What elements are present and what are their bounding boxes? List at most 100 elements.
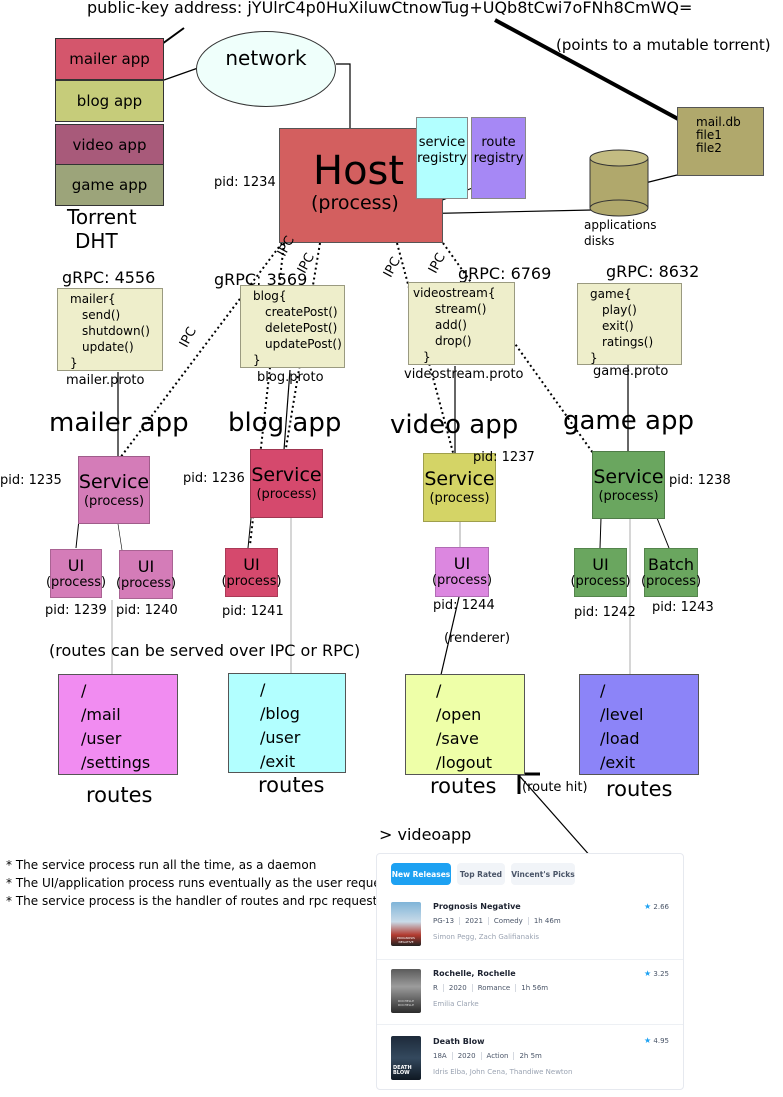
movie-score-value: 4.95 xyxy=(653,1037,669,1045)
proto-line: } xyxy=(70,356,78,370)
movie-poster: DEATH BLOW xyxy=(391,1036,421,1080)
proto-mailer: mailer{ send() shutdown() update() } xyxy=(57,288,163,371)
movie-poster: ROCHELLE ROCHELLE xyxy=(391,969,421,1013)
route-item: /settings xyxy=(81,753,151,772)
proto-file-game: game.proto xyxy=(593,364,669,379)
proto-file-mailer: mailer.proto xyxy=(66,373,145,388)
route-item: /exit xyxy=(260,752,296,771)
proto-line: play() xyxy=(602,303,637,317)
video-ui-process: UI (process) xyxy=(432,547,492,597)
proto-line: videostream{ xyxy=(413,286,496,300)
public-key-address: public-key address: jYUlrC4p0HuXiluwCtno… xyxy=(87,0,693,17)
proto-line: game{ xyxy=(590,287,632,301)
service-registry-box: service registry xyxy=(416,117,468,199)
blog-ui-pid: pid: 1241 xyxy=(222,604,284,619)
network-label: network xyxy=(225,46,307,70)
blog-app-panel xyxy=(199,404,373,632)
video-service-process: Service (process) xyxy=(423,453,496,522)
proto-video: videostream{ stream() add() drop() } xyxy=(408,282,515,365)
host-pid: pid: 1234 xyxy=(214,175,276,190)
route-item: /exit xyxy=(600,753,636,772)
mailer-ui-pid-2: pid: 1240 xyxy=(116,603,178,618)
service-label: Service xyxy=(593,465,664,488)
star-icon: ★ xyxy=(644,969,652,978)
route-item: / xyxy=(81,681,87,700)
mailer-ui-process-2: UI (process) xyxy=(116,550,176,599)
service-sublabel: (process) xyxy=(256,487,317,502)
proto-line: blog{ xyxy=(253,289,287,303)
proto-line: deletePost() xyxy=(265,321,338,335)
grpc-port-blog: gRPC: 3569 xyxy=(214,270,308,289)
movie-item[interactable]: PROGNOSIS NEGATIVE Prognosis Negative PG… xyxy=(377,896,683,962)
disks-label-line1: applications xyxy=(584,218,657,232)
tab-vincents-picks[interactable]: Vincent's Picks xyxy=(511,863,575,885)
poster-caption: PROGNOSIS NEGATIVE xyxy=(397,936,415,944)
route-item: / xyxy=(600,681,606,700)
game-service-process: Service (process) xyxy=(592,451,665,519)
route-item: / xyxy=(260,680,266,699)
game-batch-process: Batch (process) xyxy=(641,548,701,597)
movie-cast: Simon Pegg, Zach Galifianakis xyxy=(433,933,540,941)
movie-year: 2021 xyxy=(459,917,488,925)
host-title: Host xyxy=(313,148,405,194)
mailer-ui-pid-1: pid: 1239 xyxy=(45,603,107,618)
movie-score: ★ 4.95 xyxy=(644,1036,669,1045)
ipc-label-game: IPC xyxy=(425,250,449,277)
videoapp-label: > videoapp xyxy=(379,825,472,844)
torrent-blog-app: blog app xyxy=(55,80,164,122)
proto-line: ratings() xyxy=(602,335,654,349)
grpc-port-game: gRPC: 8632 xyxy=(606,262,700,281)
movie-score-value: 3.25 xyxy=(653,970,669,978)
movie-meta: R 2020 Romance 1h 56m xyxy=(433,984,553,992)
game-batch-pid: pid: 1243 xyxy=(652,600,714,615)
proto-blog: blog{ createPost() deletePost() updatePo… xyxy=(240,285,345,368)
mailer-service-pid: pid: 1235 xyxy=(0,473,62,488)
movie-runtime: 1h 46m xyxy=(527,917,566,925)
divider xyxy=(377,959,683,960)
torrent-game-app: game app xyxy=(55,164,164,206)
route-registry-box: route registry xyxy=(471,117,526,199)
movie-item[interactable]: ROCHELLE ROCHELLE Rochelle, Rochelle R 2… xyxy=(377,965,683,1031)
movie-cast: Idris Elba, John Cena, Thandiwe Newton xyxy=(433,1068,573,1076)
ui-label: UI xyxy=(67,555,85,575)
routes-video: / /open /save /logout xyxy=(405,674,525,775)
service-sublabel: (process) xyxy=(429,491,490,506)
video-app-title: video app xyxy=(390,410,519,440)
proto-line: add() xyxy=(435,318,467,332)
routes-mailer: / /mail /user /settings xyxy=(58,674,178,775)
videoapp-preview: New Releases Top Rated Vincent's Picks P… xyxy=(376,853,684,1090)
route-item: /load xyxy=(600,729,640,748)
movie-genre: Romance xyxy=(471,984,516,992)
torrent-label-line1: Torrent xyxy=(67,205,137,229)
proto-file-video: videostream.proto xyxy=(404,367,524,382)
movie-meta: PG-13 2021 Comedy 1h 46m xyxy=(433,917,566,925)
movie-genre: Comedy xyxy=(487,917,528,925)
disks-label: applications disks xyxy=(584,217,656,249)
proto-line: mailer{ xyxy=(70,292,116,306)
route-item: / xyxy=(436,681,442,700)
movie-score: ★ 2.66 xyxy=(644,902,669,911)
movie-item[interactable]: DEATH BLOW Death Blow 18A 2020 Action 2h… xyxy=(377,1031,683,1097)
proto-line: shutdown() xyxy=(82,324,150,338)
movie-rating: PG-13 xyxy=(433,917,455,925)
movie-meta: 18A 2020 Action 2h 5m xyxy=(433,1052,547,1060)
game-ui-pid: pid: 1242 xyxy=(574,605,636,620)
service-registry-label: service registry xyxy=(417,135,467,166)
notes-list: * The service process run all the time, … xyxy=(6,856,392,910)
mailer-ui-process-1: UI (process) xyxy=(46,549,106,598)
proto-line: stream() xyxy=(435,302,487,316)
note-item: * The service process is the handler of … xyxy=(6,894,384,908)
ipc-label-mailer: IPC xyxy=(176,324,200,351)
blog-app-title: blog app xyxy=(228,408,342,438)
grpc-port-mailer: gRPC: 4556 xyxy=(62,268,156,287)
movie-poster: PROGNOSIS NEGATIVE xyxy=(391,902,421,946)
mailer-app-title: mailer app xyxy=(49,408,189,438)
service-label: Service xyxy=(78,470,150,493)
routes-label-mailer: routes xyxy=(86,783,153,807)
tab-new-releases[interactable]: New Releases xyxy=(391,863,451,885)
tab-top-rated[interactable]: Top Rated xyxy=(457,863,505,885)
route-hit-label: (route hit) xyxy=(522,780,588,795)
blog-ui-process: UI (process) xyxy=(221,548,282,597)
route-item: /logout xyxy=(436,753,492,772)
torrent-mailer-app: mailer app xyxy=(55,38,164,80)
